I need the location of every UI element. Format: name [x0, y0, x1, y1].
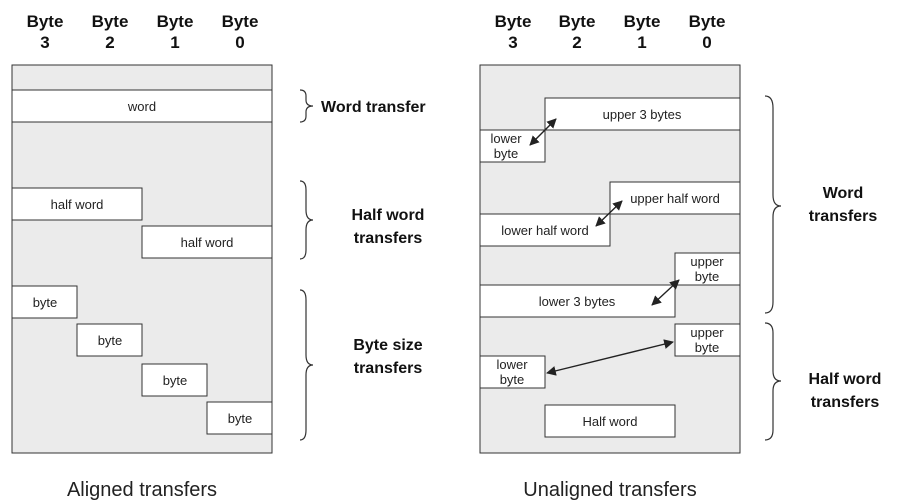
aligned-half-word-label-line1: Half word [352, 207, 425, 224]
aligned-byte-brace [299, 289, 314, 441]
unaligned-word-label-line2: transfers [809, 208, 878, 225]
header-byte-2-word: Byte [92, 12, 129, 31]
header-u-byte-0-num: 0 [702, 33, 711, 52]
unaligned-word-label-line1: Word [823, 185, 864, 202]
unaligned-lower-byte2-label-2: byte [500, 372, 525, 387]
aligned-byte-label-line2: transfers [354, 360, 423, 377]
aligned-half-word-brace [299, 180, 314, 260]
aligned-byte-box-3 [141, 363, 208, 397]
unaligned-word3-arrow [651, 279, 680, 306]
unaligned-column-headers: Byte 3 Byte 2 Byte 1 Byte 0 [495, 12, 726, 52]
unaligned-half-word-arrow [546, 339, 674, 376]
unaligned-half-word-brace [764, 322, 782, 441]
unaligned-upper-3-bytes-box [544, 97, 741, 131]
aligned-word-label: word [127, 99, 156, 114]
unaligned-upper-byte2-label-2: byte [695, 340, 720, 355]
unaligned-half-word-label-line1: Half word [809, 371, 882, 388]
aligned-byte-label-line1: Byte size [353, 337, 422, 354]
header-u-byte-1-num: 1 [637, 33, 646, 52]
unaligned-half-word-label: Half word [583, 414, 638, 429]
aligned-half-word-box-2 [141, 225, 273, 259]
unaligned-half-word-label-line2: transfers [811, 394, 880, 411]
unaligned-upper-3-bytes-label: upper 3 bytes [603, 107, 682, 122]
aligned-word-brace [299, 89, 314, 123]
unaligned-lower-half-word-box [479, 213, 611, 247]
aligned-half-word-label-1: half word [51, 197, 104, 212]
header-byte-0-word: Byte [222, 12, 259, 31]
unaligned-word-brace [764, 95, 782, 314]
aligned-word-box [11, 89, 273, 123]
unaligned-word1-arrow [529, 118, 557, 146]
header-u-byte-0-word: Byte [689, 12, 726, 31]
unaligned-word2-arrow [595, 200, 623, 227]
unaligned-upper-byte-box [674, 252, 741, 286]
header-u-byte-1-word: Byte [624, 12, 661, 31]
aligned-word-transfer-label: Word transfer [321, 99, 426, 116]
aligned-caption: Aligned transfers [67, 479, 217, 501]
header-byte-3-word: Byte [27, 12, 64, 31]
unaligned-lower-byte2-box [479, 355, 546, 389]
header-byte-1-num: 1 [170, 33, 179, 52]
aligned-half-word-label-line2: transfers [354, 230, 423, 247]
unaligned-lower-byte-label-2: byte [494, 146, 519, 161]
aligned-half-word-box-1 [11, 187, 143, 221]
aligned-byte-box-2 [76, 323, 143, 357]
header-u-byte-3-num: 3 [508, 33, 517, 52]
header-byte-1-word: Byte [157, 12, 194, 31]
unaligned-upper-byte2-box [674, 323, 741, 357]
header-u-byte-3-word: Byte [495, 12, 532, 31]
aligned-half-word-label-2: half word [181, 235, 234, 250]
unaligned-upper-half-word-label: upper half word [630, 191, 720, 206]
unaligned-caption: Unaligned transfers [523, 479, 696, 501]
header-u-byte-2-num: 2 [572, 33, 581, 52]
aligned-byte-label-2: byte [98, 333, 123, 348]
aligned-byte-label-1: byte [33, 295, 58, 310]
unaligned-upper-byte-label-1: upper [690, 254, 724, 269]
unaligned-lower-half-word-label: lower half word [501, 223, 588, 238]
unaligned-lower-byte2-label-1: lower [496, 357, 528, 372]
header-byte-0-num: 0 [235, 33, 244, 52]
unaligned-upper-byte-label-2: byte [695, 269, 720, 284]
unaligned-upper-byte2-label-1: upper [690, 325, 724, 340]
unaligned-half-word-box [544, 404, 676, 438]
aligned-column-headers: Byte 3 Byte 2 Byte 1 Byte 0 [27, 12, 259, 52]
header-byte-3-num: 3 [40, 33, 49, 52]
aligned-byte-box-1 [11, 285, 78, 319]
unaligned-upper-half-word-box [609, 181, 741, 215]
unaligned-lower-3-bytes-label: lower 3 bytes [539, 294, 616, 309]
header-byte-2-num: 2 [105, 33, 114, 52]
aligned-byte-box-4 [206, 401, 273, 435]
header-u-byte-2-word: Byte [559, 12, 596, 31]
aligned-byte-label-3: byte [163, 373, 188, 388]
unaligned-lower-3-bytes-box [479, 284, 676, 318]
unaligned-lower-byte-label-1: lower [490, 131, 522, 146]
aligned-byte-label-4: byte [228, 411, 253, 426]
